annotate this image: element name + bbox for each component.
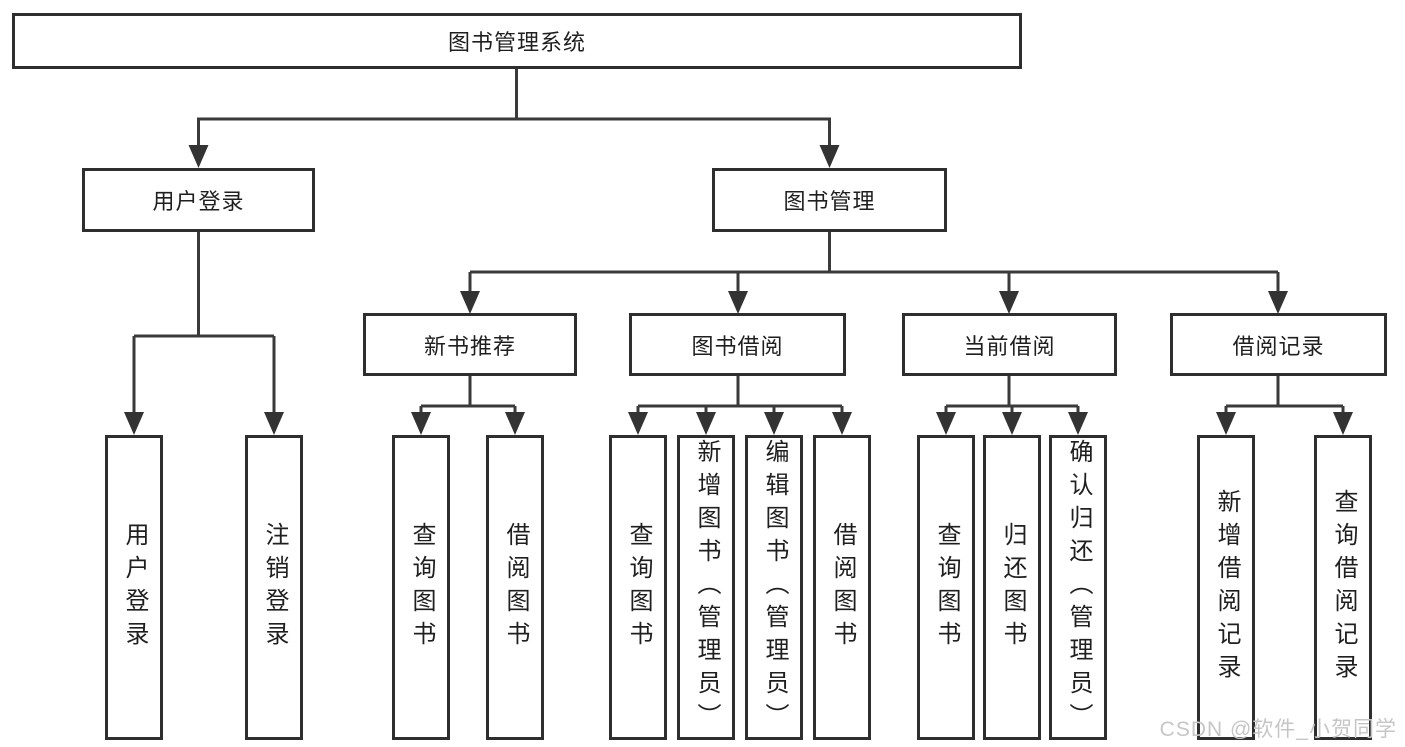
leaf-records-add-borrow-record: 新增借阅记录: [1197, 435, 1255, 740]
arrowhead-down-icon: [1333, 412, 1353, 435]
leaf-label: 编辑图书（管理员）: [761, 439, 788, 736]
arrowhead-down-icon: [188, 145, 209, 168]
leaf-label: 查询图书: [408, 521, 435, 654]
edges-current-borrowing-children: [936, 376, 1088, 435]
arrowhead-down-icon: [1268, 291, 1288, 314]
arrowhead-down-icon: [505, 412, 525, 435]
arrowhead-down-icon: [1216, 412, 1236, 435]
leaf-recommend-query-books: 查询图书: [392, 435, 450, 740]
edges-user-login-children: [124, 232, 284, 435]
arrowhead-down-icon: [999, 291, 1019, 314]
leaf-label: 查询图书: [625, 521, 652, 654]
arrowhead-down-icon: [936, 412, 956, 435]
leaf-label: 借阅图书: [502, 521, 529, 654]
arrowhead-down-icon: [1068, 412, 1088, 435]
arrowhead-down-icon: [124, 412, 144, 435]
leaf-borrowing-query-books: 查询图书: [609, 435, 667, 740]
leaf-borrowing-borrow-books: 借阅图书: [813, 435, 871, 740]
leaf-logout: 注销登录: [245, 435, 303, 740]
leaf-label: 确认归还（管理员）: [1065, 439, 1092, 736]
arrowhead-down-icon: [460, 291, 480, 314]
node-borrowing-records: 借阅记录: [1170, 313, 1387, 376]
leaf-label: 新增借阅记录: [1213, 488, 1240, 687]
node-current-borrowing: 当前借阅: [902, 313, 1117, 376]
edges-book-management-children: [460, 232, 1288, 314]
leaf-current-return-books: 归还图书: [983, 435, 1041, 740]
leaf-label: 借阅图书: [829, 521, 856, 654]
leaf-label: 查询图书: [933, 521, 960, 654]
node-book-management: 图书管理: [712, 168, 947, 232]
leaf-label: 用户登录: [121, 521, 148, 654]
node-book-borrowing: 图书借阅: [629, 313, 846, 376]
node-new-book-recommend: 新书推荐: [363, 313, 577, 376]
leaf-label: 新增图书（管理员）: [693, 439, 720, 736]
leaf-borrowing-add-books-admin: 新增图书（管理员）: [677, 435, 735, 740]
arrowhead-down-icon: [411, 412, 431, 435]
arrowhead-down-icon: [628, 412, 648, 435]
node-user-login: 用户登录: [82, 168, 315, 232]
node-root: 图书管理系统: [12, 13, 1022, 69]
edges-root-to-level2: [188, 69, 840, 168]
arrowhead-down-icon: [832, 412, 852, 435]
leaf-user-login: 用户登录: [105, 435, 163, 740]
arrowhead-down-icon: [1002, 412, 1022, 435]
arrowhead-down-icon: [819, 145, 840, 168]
arrowhead-down-icon: [764, 412, 784, 435]
edges-borrowing-records-children: [1216, 376, 1353, 435]
leaf-label: 注销登录: [261, 521, 288, 654]
arrowhead-down-icon: [696, 412, 716, 435]
leaf-current-query-books: 查询图书: [917, 435, 975, 740]
arrowhead-down-icon: [728, 291, 748, 314]
arrowhead-down-icon: [264, 412, 284, 435]
leaf-current-confirm-return-admin: 确认归还（管理员）: [1049, 435, 1107, 740]
leaf-borrowing-edit-books-admin: 编辑图书（管理员）: [745, 435, 803, 740]
leaf-label: 归还图书: [999, 521, 1026, 654]
edges-book-borrowing-children: [628, 376, 852, 435]
edges-new-book-recommend-children: [411, 376, 525, 435]
leaf-recommend-borrow-books: 借阅图书: [486, 435, 544, 740]
leaf-records-query-borrow-record: 查询借阅记录: [1314, 435, 1372, 740]
leaf-label: 查询借阅记录: [1330, 488, 1357, 687]
